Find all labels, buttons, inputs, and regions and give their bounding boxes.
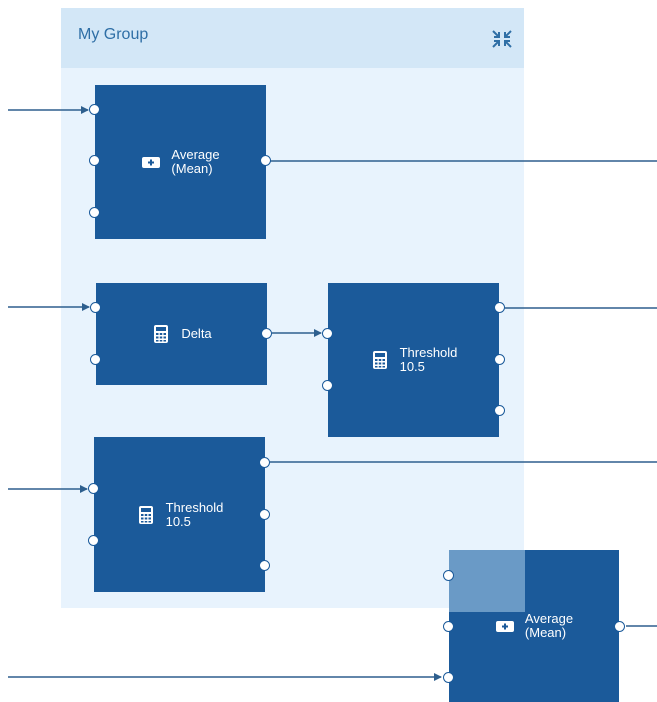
node-average-mean-dragging[interactable]: Average (Mean) [443, 550, 625, 702]
output-port[interactable] [259, 509, 270, 520]
collapse-icon[interactable] [490, 28, 514, 50]
output-port[interactable] [259, 457, 270, 468]
node-label: Average (Mean) [524, 611, 574, 640]
input-port[interactable] [90, 354, 101, 365]
input-port[interactable] [88, 483, 99, 494]
input-port[interactable] [88, 535, 99, 546]
output-port[interactable] [260, 155, 271, 166]
input-port[interactable] [322, 328, 333, 339]
node-delta[interactable]: Delta [90, 283, 272, 385]
input-port[interactable] [443, 570, 454, 581]
output-port[interactable] [494, 405, 505, 416]
calculator-icon [372, 351, 387, 369]
input-port[interactable] [322, 380, 333, 391]
output-port[interactable] [614, 621, 625, 632]
node-label: Threshold 10.5 [165, 499, 224, 529]
input-port[interactable] [90, 302, 101, 313]
group-title: My Group [78, 26, 149, 43]
output-port[interactable] [259, 560, 270, 571]
node-label: Average (Mean) [171, 147, 220, 176]
input-port[interactable] [89, 155, 100, 166]
average-icon [495, 621, 514, 632]
node-average-mean[interactable]: Average (Mean) [89, 85, 271, 239]
average-icon [142, 157, 161, 168]
input-port[interactable] [443, 672, 454, 683]
node-label: Threshold 10.5 [399, 345, 458, 374]
node-threshold-left[interactable]: Threshold 10.5 [88, 437, 270, 592]
output-port[interactable] [494, 354, 505, 365]
output-port[interactable] [261, 328, 272, 339]
input-port[interactable] [89, 207, 100, 218]
node-threshold-right[interactable]: Threshold 10.5 [322, 283, 505, 437]
input-port[interactable] [89, 104, 100, 115]
output-port[interactable] [494, 302, 505, 313]
calculator-icon [154, 325, 169, 343]
group-overlap-highlight [449, 550, 525, 612]
calculator-icon [138, 505, 153, 524]
node-label: Delta [181, 326, 212, 341]
group-header: My Group [61, 8, 524, 68]
input-port[interactable] [443, 621, 454, 632]
